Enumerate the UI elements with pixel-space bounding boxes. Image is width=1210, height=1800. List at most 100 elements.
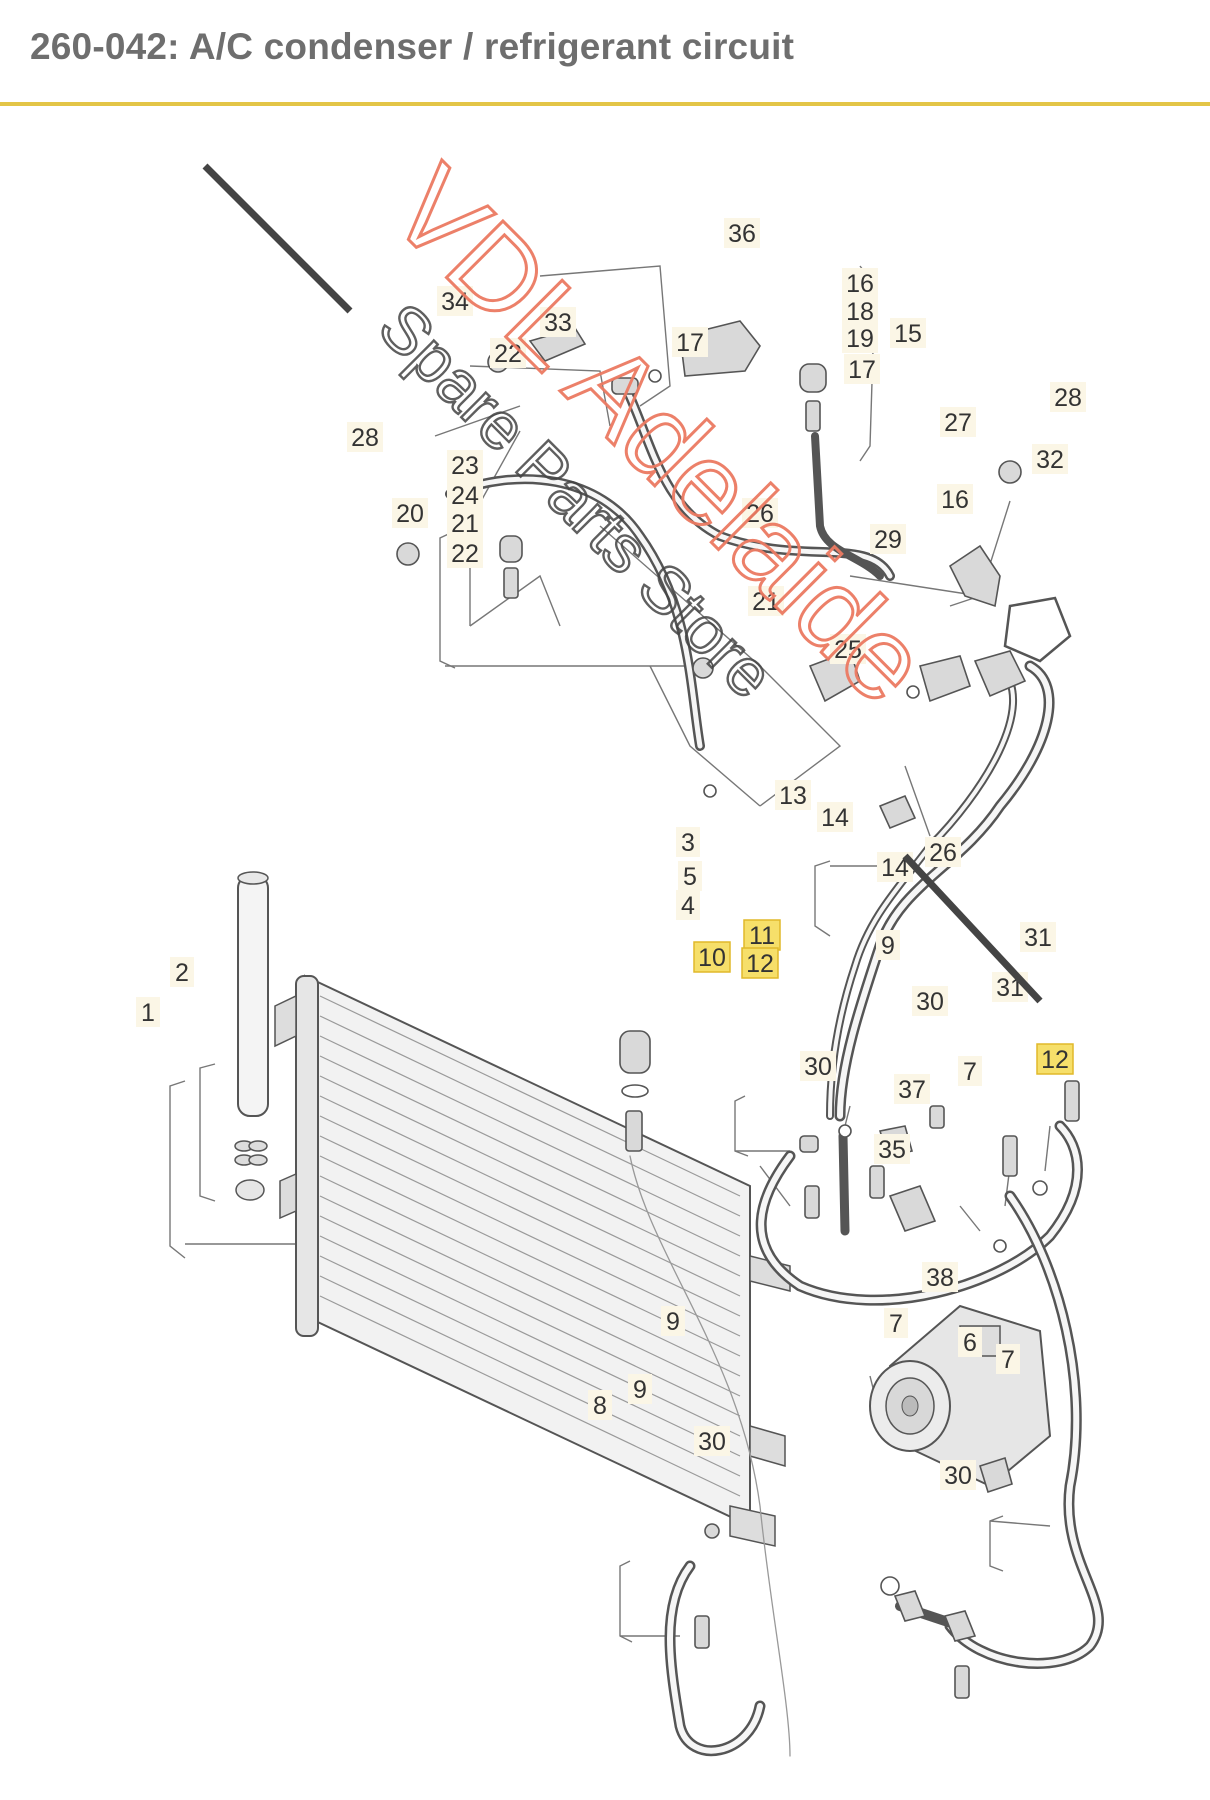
callout-30: 30 (694, 1426, 730, 1456)
callout-38: 38 (922, 1262, 958, 1292)
callout-35: 35 (874, 1134, 910, 1164)
callout-box (694, 1426, 730, 1456)
callout-box (742, 498, 778, 528)
callout-box (490, 338, 526, 368)
callout-number: 8 (593, 1392, 607, 1420)
page-title: 260-042: A/C condenser / refrigerant cir… (30, 26, 795, 67)
callout-number: 22 (494, 340, 522, 368)
callout-box (661, 1306, 685, 1336)
callout-3: 3 (676, 827, 700, 857)
callout-box (775, 780, 811, 810)
callout-number: 9 (666, 1308, 680, 1336)
callout-34: 34 (437, 286, 473, 316)
callout-number: 36 (728, 220, 756, 248)
callout-15: 15 (890, 318, 926, 348)
callout-box (748, 586, 784, 616)
callout-number: 20 (396, 500, 424, 528)
callout-30: 30 (800, 1051, 836, 1081)
callout-7: 7 (958, 1056, 982, 1086)
callout-13: 13 (775, 780, 811, 810)
callout-box (940, 407, 976, 437)
callout-box (447, 450, 483, 480)
callout-33: 33 (540, 307, 576, 337)
callout-number: 15 (894, 320, 922, 348)
callout-number: 31 (1024, 924, 1052, 952)
callout-box (844, 354, 880, 384)
callout-number: 30 (916, 988, 944, 1016)
callout-box (676, 827, 700, 857)
callout-number: 6 (963, 1329, 977, 1357)
callout-box (817, 802, 853, 832)
callout-7: 7 (996, 1344, 1020, 1374)
callout-16: 16 (937, 484, 973, 514)
callout-box (884, 1308, 908, 1338)
condenser (274, 974, 791, 1547)
callout-number: 30 (944, 1462, 972, 1490)
callout-5: 5 (678, 861, 702, 891)
callout-box (724, 218, 760, 248)
callout-number: 16 (941, 486, 969, 514)
callout-12: 12 (741, 947, 779, 979)
callout-16: 16 (842, 268, 878, 298)
callout-number: 32 (1036, 446, 1064, 474)
callout-box (447, 538, 483, 568)
callout-box (937, 484, 973, 514)
callout-9: 9 (876, 930, 900, 960)
callout-number: 21 (451, 510, 479, 538)
callout-7: 7 (884, 1308, 908, 1338)
callout-number: 7 (1001, 1346, 1015, 1374)
callout-12: 12 (1036, 1043, 1074, 1075)
callout-25: 25 (830, 634, 866, 664)
callout-number: 9 (881, 932, 895, 960)
callout-box (958, 1056, 982, 1086)
callout-number: 38 (926, 1264, 954, 1292)
callout-box (678, 861, 702, 891)
callout-30: 30 (940, 1460, 976, 1490)
callout-number: 29 (874, 526, 902, 554)
callout-number: 26 (929, 839, 957, 867)
callout-9: 9 (628, 1374, 652, 1404)
callout-box (842, 296, 878, 326)
callout-22: 22 (490, 338, 526, 368)
callout-6: 6 (958, 1327, 982, 1357)
callout-37: 37 (894, 1074, 930, 1104)
refrigerant-pipes (445, 381, 1104, 1757)
callout-24: 24 (447, 480, 483, 510)
callout-number: 33 (544, 309, 572, 337)
callout-box (1050, 382, 1086, 412)
callout-box (741, 947, 779, 979)
callout-10: 10 (693, 941, 731, 973)
callout-number: 1 (141, 999, 155, 1027)
callout-box (940, 1460, 976, 1490)
callout-box (170, 957, 194, 987)
callout-number: 19 (846, 325, 874, 353)
callout-box (800, 1051, 836, 1081)
callout-number: 17 (676, 329, 704, 357)
callout-box (996, 1344, 1020, 1374)
callout-29: 29 (870, 524, 906, 554)
callout-number: 14 (821, 804, 849, 832)
callout-26: 26 (925, 837, 961, 867)
callout-4: 4 (676, 890, 700, 920)
callout-box (540, 307, 576, 337)
callout-box (672, 327, 708, 357)
callout-number: 7 (963, 1058, 977, 1086)
callout-number: 30 (804, 1053, 832, 1081)
callout-number: 4 (681, 892, 695, 920)
callout-27: 27 (940, 407, 976, 437)
callout-14: 14 (817, 802, 853, 832)
callout-box (842, 268, 878, 298)
callout-number: 23 (451, 452, 479, 480)
callout-box (447, 508, 483, 538)
callout-number: 37 (898, 1076, 926, 1104)
callout-box (870, 524, 906, 554)
callout-number: 25 (834, 636, 862, 664)
callout-box (628, 1374, 652, 1404)
callout-box (447, 480, 483, 510)
watermark-line1: VDL Adelaide (367, 142, 953, 728)
callout-number: 10 (698, 944, 726, 972)
callout-number: 24 (451, 482, 479, 510)
callout-18: 18 (842, 296, 878, 326)
callout-number: 22 (451, 540, 479, 568)
